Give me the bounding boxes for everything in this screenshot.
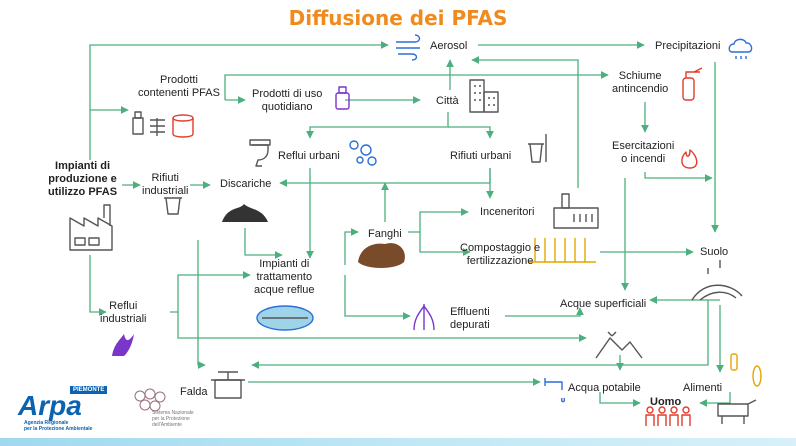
node-aerosol: Aerosol: [430, 40, 468, 52]
node-citta: Città: [436, 95, 459, 107]
arpa-logo-subtitle: Agenzia Regionale per la Protezione Ambi…: [24, 420, 93, 432]
arrow-fanghi-compostaggio: [419, 232, 471, 256]
node-impianti-trattamento: Impianti di trattamento acque reflue: [254, 258, 315, 296]
node-precipitazioni: Precipitazioni: [655, 40, 721, 52]
rain-cloud-icon: [728, 38, 753, 59]
arrow-trattamento-fanghi: [344, 228, 359, 265]
node-prodotti-uso: Prodotti di uso quotidiano: [252, 88, 323, 113]
wheat-icon: [528, 238, 596, 263]
node-impianti: Impianti di produzione e utilizzo PFAS: [48, 160, 118, 198]
page-title: Diffusione dei PFAS: [288, 6, 508, 30]
toilet-icon: [249, 139, 271, 167]
arrow-alimenti-uomo: [699, 392, 731, 407]
snpa-logo-mark: [134, 388, 166, 412]
mountain-river-icon: [595, 331, 643, 359]
arrow-fanghi-inceneritori: [408, 208, 469, 233]
node-fanghi: Fanghi: [368, 228, 402, 240]
arrow-reflui-industriali-acque: [177, 312, 587, 342]
faucet-icon: [544, 378, 566, 403]
node-discariche: Discariche: [220, 178, 272, 190]
arrow-discariche-trattamento: [244, 228, 283, 259]
node-suolo: Suolo: [700, 246, 729, 258]
bubbles-icon: [349, 140, 377, 166]
wind-icon: [396, 34, 421, 61]
node-rifiuti-urbani: Rifiuti urbani: [450, 150, 512, 162]
arrow-reflui-industriali-trattamento: [170, 271, 251, 313]
arrow-rifiuti-discariche: [279, 168, 491, 187]
node-rifiuti-industriali: Rifiuti industriali: [142, 172, 189, 197]
node-alimenti: Alimenti: [683, 382, 723, 394]
node-acque-superficiali: Acque superficiali: [560, 298, 647, 310]
treatment-plant-icon: [256, 305, 314, 331]
arpa-logo-tag: PIEMONTE: [70, 386, 108, 394]
purple-splash-icon: [112, 334, 134, 356]
field-icon: [691, 260, 743, 301]
node-inceneritori: Inceneritori: [480, 206, 535, 218]
arrow-trattamento-effluenti: [344, 275, 411, 320]
node-reflui-industriali: Reflui industriali: [100, 300, 147, 325]
snpa-logo-text: Sistema Nazionale per la Protezione dell…: [152, 410, 194, 428]
buildings-icon: [469, 79, 499, 113]
insect-spray-icon: [335, 86, 350, 110]
arrow-impianti-reflui: [89, 255, 107, 316]
trash-bin-icon: [528, 134, 547, 163]
node-effluenti: Effluenti depurati: [450, 306, 490, 331]
fire-extinguisher-icon: [682, 67, 703, 101]
node-compostaggio: Compostaggio e fertilizzazione: [460, 242, 541, 267]
node-schiume: Schiume antincendio: [612, 70, 669, 95]
spray-paint-icon: [132, 111, 194, 138]
arrow-esercitazioni-suolo: [644, 172, 713, 182]
fruit-icon: [730, 353, 762, 387]
node-esercitazioni: Esercitazioni o incendi: [612, 140, 675, 165]
sludge-icon: [358, 243, 405, 268]
arrow-suolo-falda: [251, 300, 709, 369]
splash-icon: [413, 304, 435, 331]
well-icon: [211, 371, 245, 399]
arpa-logo: PIEMONTE Arpa Agenzia Regionale per la P…: [18, 384, 128, 436]
people-icon: [645, 406, 691, 426]
factory-icon: [69, 204, 113, 251]
arrow-citta-reflui: [306, 112, 449, 139]
arrow-potabile-uomo: [599, 392, 641, 407]
node-acqua-potabile: Acqua potabile: [568, 382, 641, 394]
node-prodotti-pfas: Prodotti contenenti PFAS: [138, 74, 220, 99]
cow-icon: [717, 399, 757, 424]
arrow-effluenti-acque: [505, 307, 584, 317]
node-reflui-urbani: Reflui urbani: [278, 150, 340, 162]
landfill-icon: [222, 204, 268, 222]
arrow-prodotti-schiume: [224, 71, 609, 100]
node-uomo: Uomo: [650, 396, 682, 408]
snpa-logo: Sistema Nazionale per la Protezione dell…: [132, 388, 202, 434]
arpa-logo-text: Arpa: [18, 390, 82, 421]
incinerator-icon: [553, 193, 599, 229]
footer-bar: [0, 438, 796, 446]
arrow-impianti-aerosol: [89, 41, 389, 160]
node-falda: Falda: [180, 386, 208, 398]
arrow-discariche-falda: [197, 240, 206, 369]
fire-icon: [681, 149, 698, 169]
arrow-inceneritori-aerosol: [471, 56, 579, 188]
arrow-citta-rifiuti: [448, 126, 494, 139]
trash-bin-icon: [164, 197, 182, 215]
